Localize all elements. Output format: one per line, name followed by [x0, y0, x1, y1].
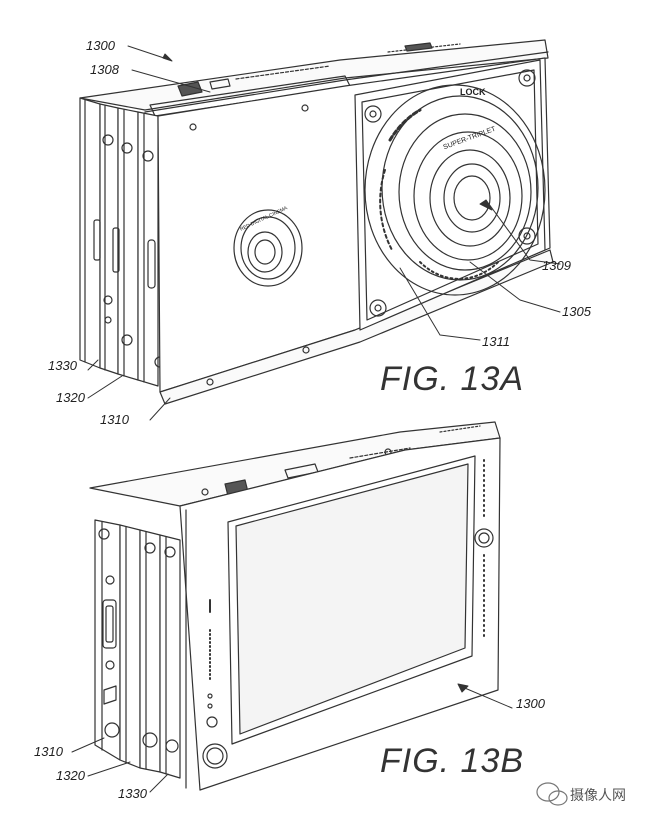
small-lens-icon — [233, 209, 303, 287]
leader-lines-13a — [87, 45, 561, 421]
ref-1330-a: 1330 — [48, 358, 77, 373]
figure-caption-13b: FIG. 13B — [380, 742, 525, 780]
lens-lock-text: LOCK — [460, 87, 486, 97]
ref-1320-b: 1320 — [56, 768, 85, 783]
main-lens-icon — [364, 84, 546, 296]
ref-1310-a: 1310 — [100, 412, 129, 427]
display-screen-icon — [227, 455, 476, 745]
camera-front-view — [79, 39, 554, 405]
wechat-icon — [536, 782, 568, 806]
ref-1309: 1309 — [542, 258, 571, 273]
ref-1300-b: 1300 — [516, 696, 545, 711]
ref-1305: 1305 — [562, 304, 591, 319]
ref-1311: 1311 — [482, 334, 510, 349]
ref-1320-a: 1320 — [56, 390, 85, 405]
leader-lines-13b — [71, 683, 513, 793]
camera-rear-view — [89, 421, 501, 791]
ref-1310-b: 1310 — [34, 744, 63, 759]
ref-1308: 1308 — [90, 62, 119, 77]
ref-1330-b: 1330 — [118, 786, 147, 801]
watermark-text: 摄像人网 — [570, 788, 626, 804]
ref-1300-a: 1300 — [86, 38, 115, 53]
figure-caption-13a: FIG. 13A — [380, 360, 525, 398]
